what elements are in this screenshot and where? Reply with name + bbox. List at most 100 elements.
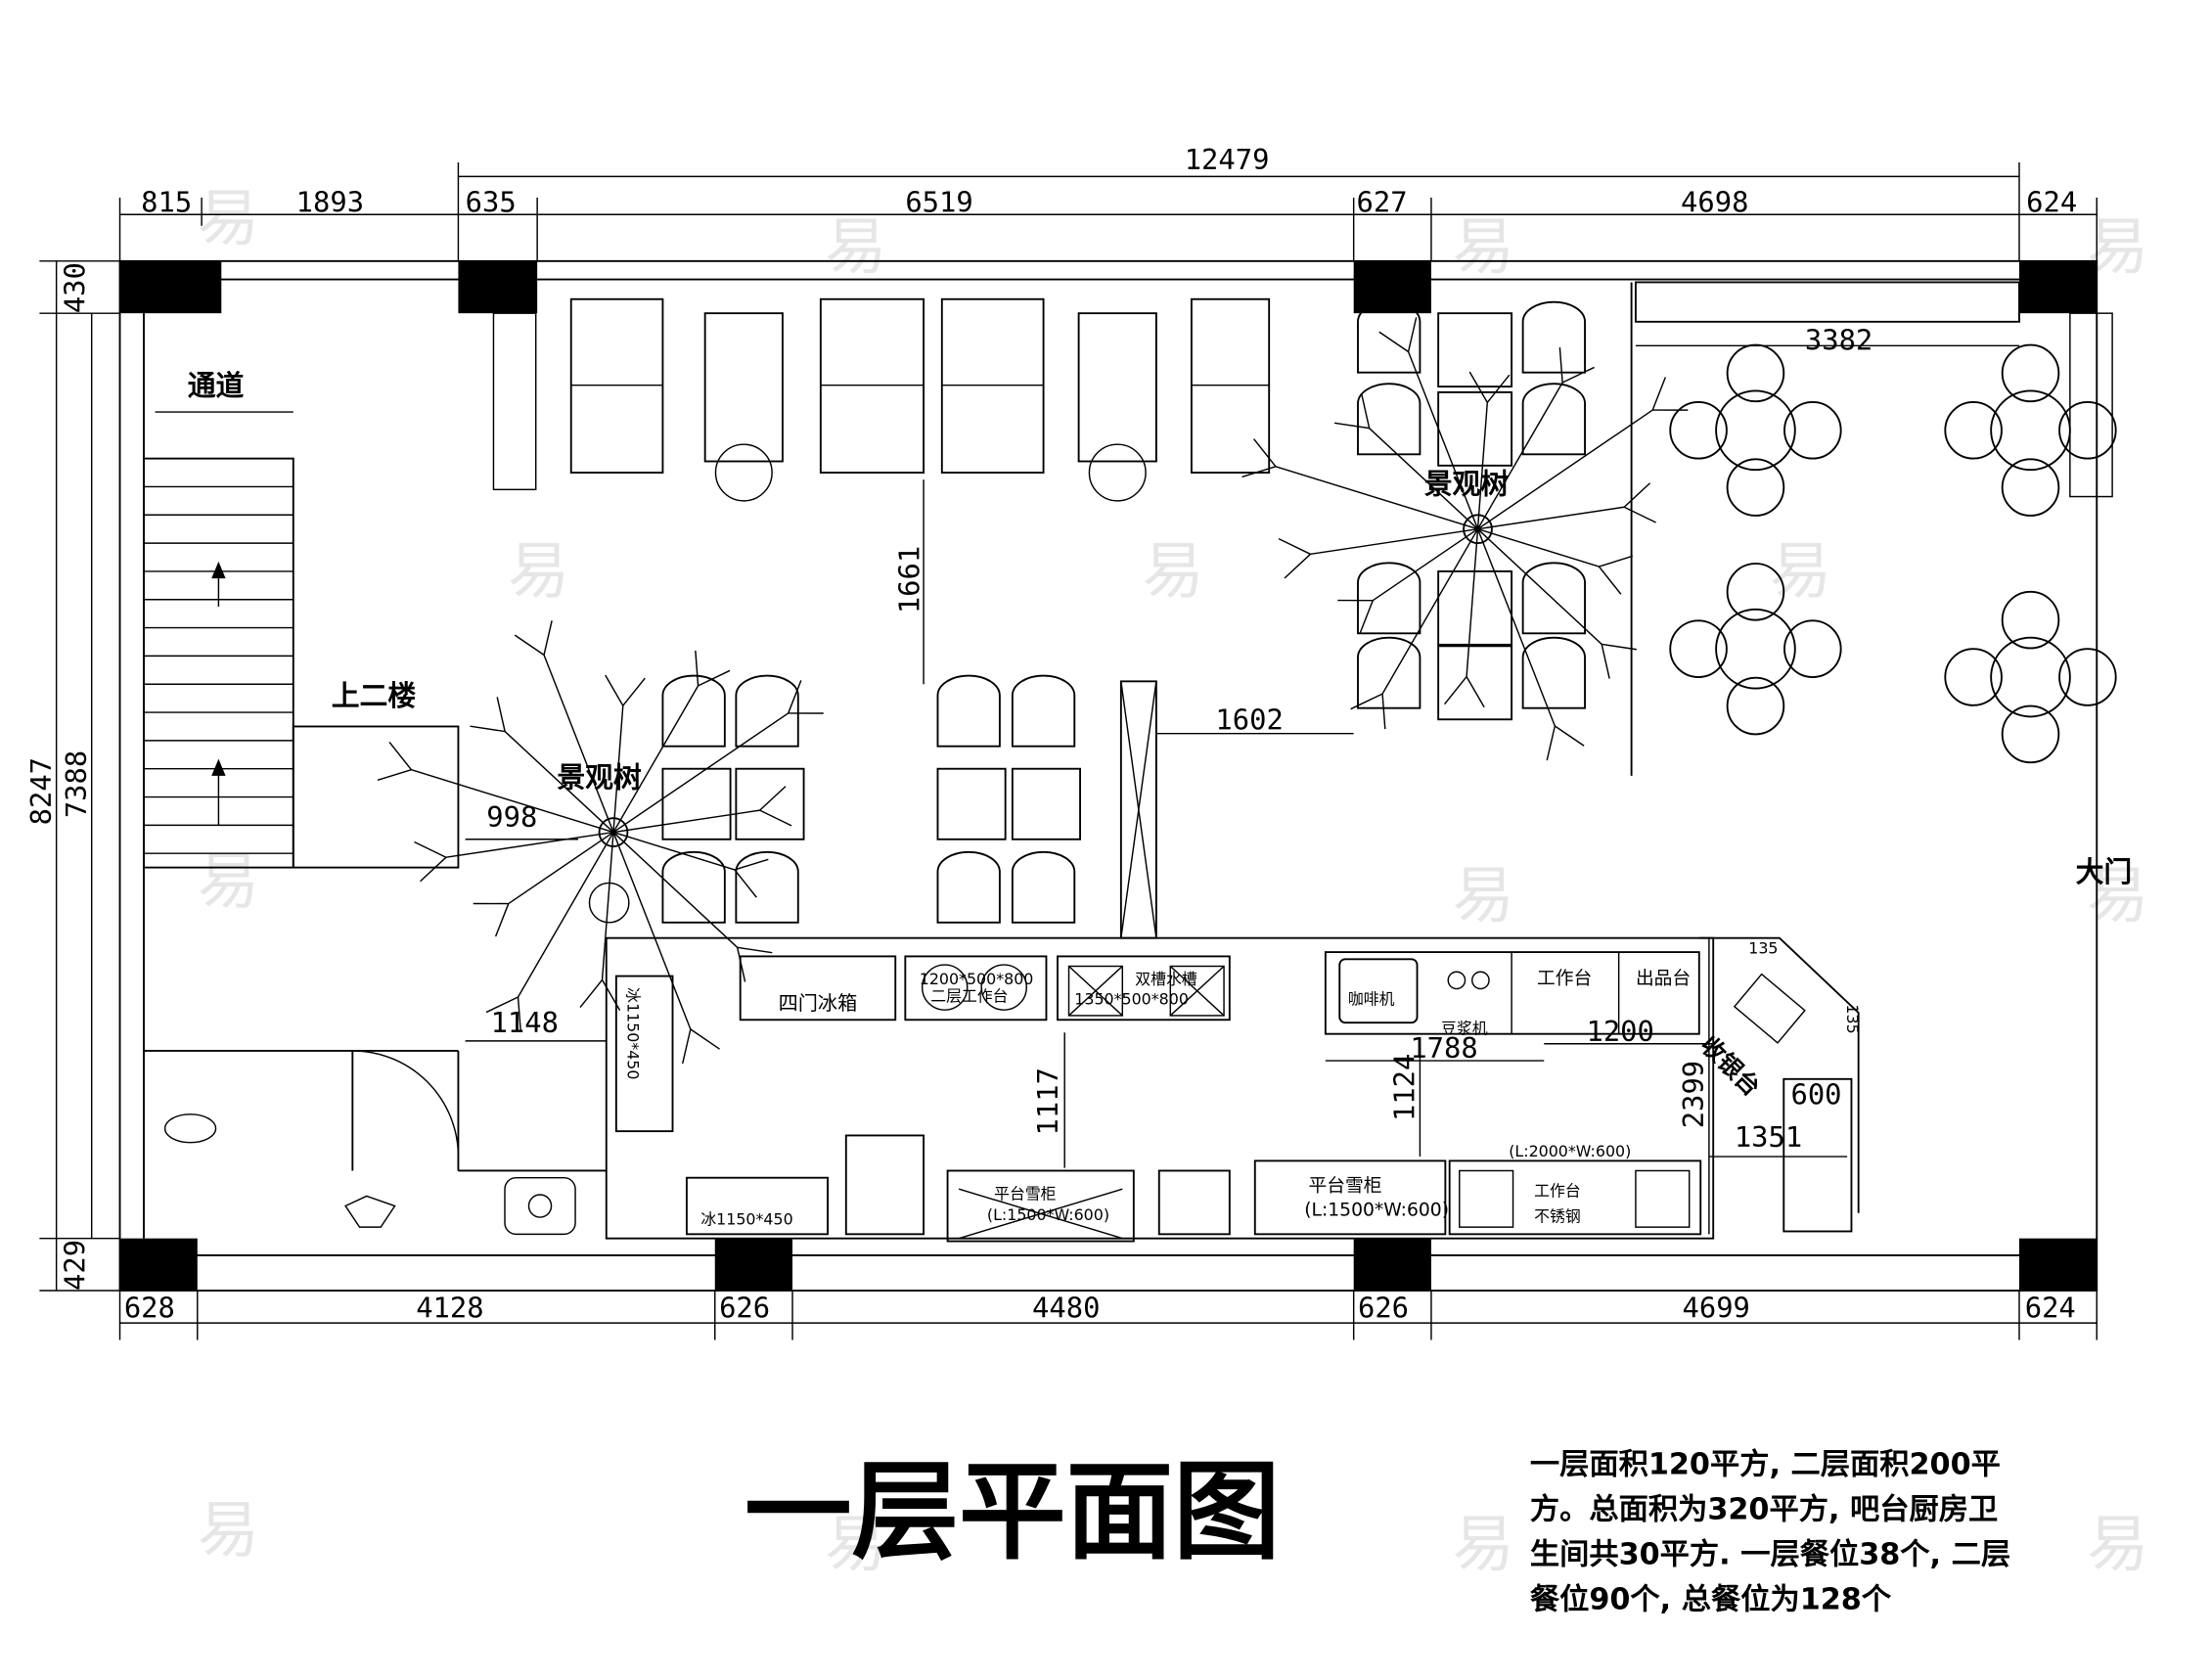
freezer-2 — [1253, 1159, 1447, 1236]
tree-twig — [420, 856, 447, 883]
tree-twig — [517, 996, 521, 1032]
urinal-icon — [163, 1113, 217, 1144]
tree-twig — [470, 725, 506, 733]
svg-text:平台雪柜: 平台雪柜 — [1309, 1176, 1382, 1197]
tree-trunk — [598, 817, 629, 847]
tree-twig — [496, 697, 506, 732]
dim-1351: 1351 — [1735, 1120, 1802, 1154]
tree-twig — [1558, 346, 1563, 384]
tree-twig — [388, 742, 412, 771]
tree-twig — [734, 869, 757, 898]
dim-left-total: 8247 — [24, 757, 58, 825]
tree-twig — [788, 680, 802, 714]
tree-twig — [1486, 374, 1511, 403]
round-chair — [2001, 590, 2060, 650]
description-line: 生间共30平方. 一层餐位38个, 二层 — [1530, 1537, 2010, 1572]
column — [2018, 260, 2098, 314]
dim-1148: 1148 — [491, 1006, 559, 1039]
tree-branch — [1476, 528, 1557, 727]
round-chair — [1783, 401, 1842, 460]
dim-1661: 1661 — [893, 546, 926, 613]
tree-branch — [504, 731, 614, 834]
tree-branch — [612, 831, 736, 871]
armchair — [735, 674, 799, 748]
tree-twig — [485, 996, 519, 1014]
svg-text:豆浆机: 豆浆机 — [1441, 1020, 1488, 1038]
tree-twig — [1601, 644, 1610, 679]
tree-twig — [1598, 566, 1622, 595]
round-chair — [2001, 704, 2060, 764]
round-chair — [1726, 343, 1785, 403]
tree-twig — [690, 1028, 720, 1050]
tree-branch — [1407, 351, 1479, 529]
tree-twig — [698, 669, 731, 687]
round-chair — [2001, 458, 2060, 517]
round-chair — [2001, 343, 2060, 403]
cabinet-600 — [1782, 1077, 1853, 1233]
svg-text:易: 易 — [825, 1508, 886, 1580]
tree-twig — [1623, 482, 1651, 508]
landscape-trees — [377, 317, 1689, 1065]
tree-twig — [1602, 643, 1637, 651]
washbasin-icon — [504, 1176, 576, 1236]
tree-twig — [1284, 553, 1311, 579]
tree-branch — [1310, 527, 1478, 556]
armchair — [1357, 300, 1421, 374]
tree-twig — [1546, 725, 1557, 761]
armchair — [936, 850, 1001, 924]
round-table — [1990, 636, 2071, 718]
svg-text:工作台: 工作台 — [1534, 1181, 1581, 1200]
label-entrance[interactable]: 大门 — [2076, 855, 2133, 888]
round-table — [1990, 389, 2071, 472]
dim-bottom: 4699 — [1683, 1291, 1750, 1324]
round-table — [1715, 608, 1796, 690]
tree-branch — [612, 832, 692, 1030]
dim-1602: 1602 — [1215, 703, 1283, 736]
round-chair — [1944, 401, 2003, 460]
tree-branch — [445, 831, 614, 858]
dim-6519: 6519 — [905, 185, 972, 218]
tree-branch — [1372, 528, 1478, 602]
svg-text:易: 易 — [1453, 210, 1514, 283]
description: 一层面积120平方, 二层面积200平 方。总面积为320平方, 吧台厨房卫 生… — [1530, 1446, 2010, 1616]
workbench — [904, 955, 1048, 1022]
tree-twig — [734, 858, 769, 871]
square-table — [1437, 312, 1513, 388]
tree-trunk — [1463, 514, 1493, 545]
column — [119, 260, 222, 314]
armchair — [1521, 562, 1586, 635]
round-chair — [1944, 648, 2003, 706]
staircase — [143, 457, 460, 869]
square-table — [936, 767, 1007, 840]
svg-text:(L:1500*W:600): (L:1500*W:600) — [987, 1205, 1109, 1224]
tree-branch — [1275, 466, 1478, 530]
dimension-labels: 815 1893 635 6519 627 4698 624 12479 628… — [24, 143, 2077, 1324]
tree-branch — [1477, 409, 1653, 530]
svg-text:1200*500*800: 1200*500*800 — [920, 970, 1034, 988]
tree-twig — [494, 903, 510, 937]
label-tree: 景观树 — [1424, 468, 1510, 501]
tree-twig — [605, 674, 624, 706]
svg-text:易: 易 — [1770, 535, 1831, 608]
tree-branch — [1381, 528, 1479, 695]
dim-left-top: 430 — [58, 262, 91, 313]
tree-twig — [1599, 555, 1634, 568]
svg-text:双槽水槽: 双槽水槽 — [1135, 970, 1197, 988]
window-rack — [1635, 281, 2020, 323]
svg-text:四门冰箱: 四门冰箱 — [779, 991, 858, 1015]
tree-branch — [612, 685, 699, 833]
tree-twig — [1466, 676, 1485, 708]
tree-twig — [514, 634, 545, 656]
round-chair — [1783, 619, 1842, 678]
tree-branch — [612, 832, 739, 948]
tree-twig — [737, 946, 773, 954]
tree-branch — [1369, 428, 1479, 530]
dim-1893: 1893 — [296, 185, 364, 218]
tree-twig — [1468, 371, 1488, 403]
square-table — [661, 767, 732, 840]
armchair — [1357, 383, 1421, 456]
svg-text:(L:1500*W:600): (L:1500*W:600) — [1304, 1201, 1449, 1221]
svg-text:易: 易 — [198, 182, 259, 254]
watermark: 易 易 易 易 易 易 易 易 易 易 易 易 易 易 — [198, 182, 2149, 1580]
